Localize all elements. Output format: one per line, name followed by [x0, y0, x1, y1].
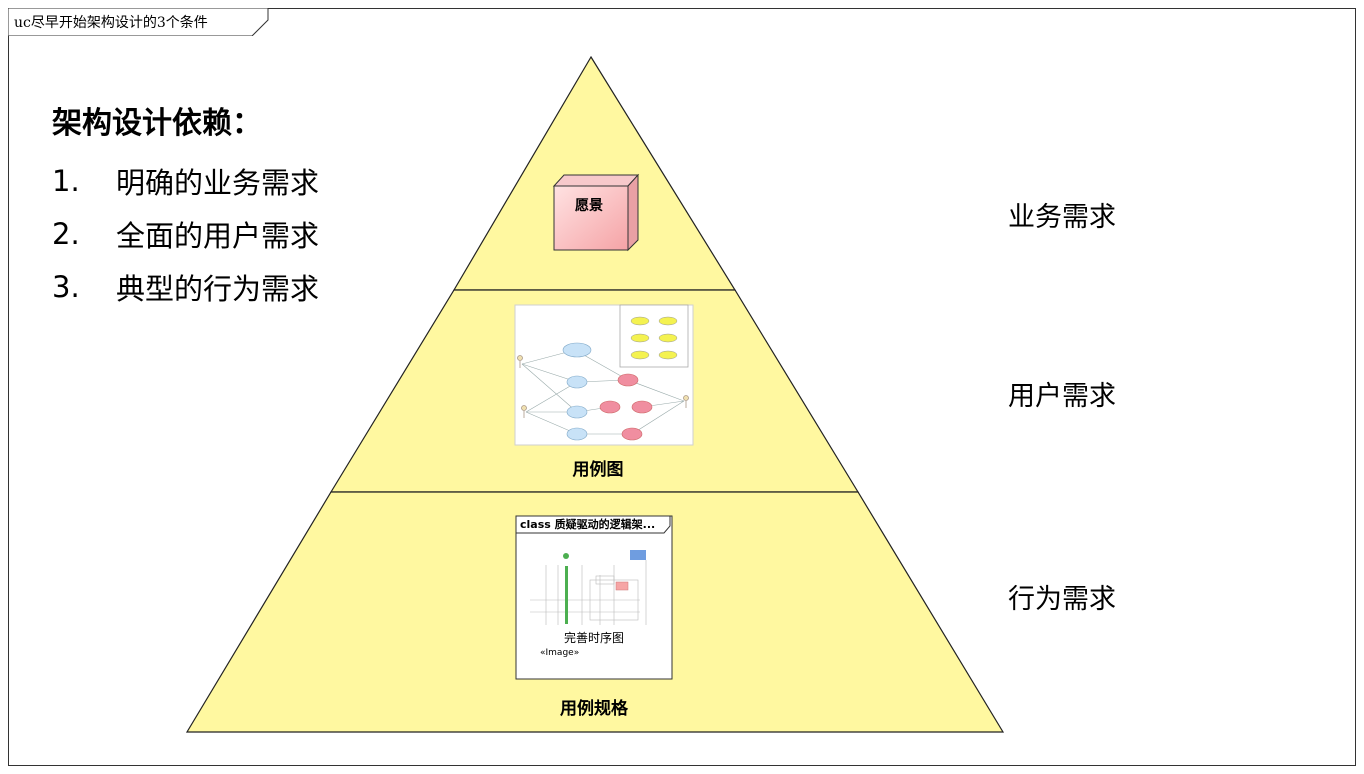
dependency-item: 1. 明确的业务需求 — [52, 154, 319, 207]
dependency-text: 典型的行为需求 — [116, 271, 320, 306]
dependency-item: 3. 典型的行为需求 — [52, 260, 319, 313]
vision-node[interactable]: 愿景 — [552, 173, 640, 252]
pyramid-top-section — [452, 55, 737, 291]
business-requirements-label: 业务需求 — [1008, 202, 1116, 233]
frame-label: uc尽早开始架构设计的3个条件 — [14, 15, 208, 31]
use-case-spec-caption: 用例规格 — [560, 698, 629, 719]
sequence-image-stereotype: «Image» — [540, 648, 579, 658]
use-case-diagram-caption: 用例图 — [573, 459, 624, 480]
sequence-diagram-frame[interactable] — [515, 515, 673, 680]
diagram-frame — [8, 8, 1356, 766]
dependencies-list: 架构设计依赖： 1. 明确的业务需求 2. 全面的用户需求 3. 典型的行为需求 — [52, 98, 319, 313]
sequence-image-caption: 完善时序图 — [564, 630, 624, 645]
dependencies-title: 架构设计依赖： — [52, 106, 262, 141]
dependency-text: 全面的用户需求 — [116, 218, 320, 253]
use-case-diagram-image[interactable] — [514, 304, 694, 446]
dependency-number: 1. — [52, 163, 80, 198]
sequence-frame-title: class 质疑驱动的逻辑架... — [520, 517, 655, 531]
frame-tab — [8, 8, 269, 36]
dependency-text: 明确的业务需求 — [116, 165, 320, 200]
dependency-number: 2. — [52, 216, 80, 251]
vision-node-label: 愿景 — [575, 198, 603, 214]
user-requirements-label: 用户需求 — [1008, 381, 1116, 412]
dependency-item: 2. 全面的用户需求 — [52, 207, 319, 260]
dependency-number: 3. — [52, 269, 80, 304]
behavior-requirements-label: 行为需求 — [1008, 584, 1116, 615]
